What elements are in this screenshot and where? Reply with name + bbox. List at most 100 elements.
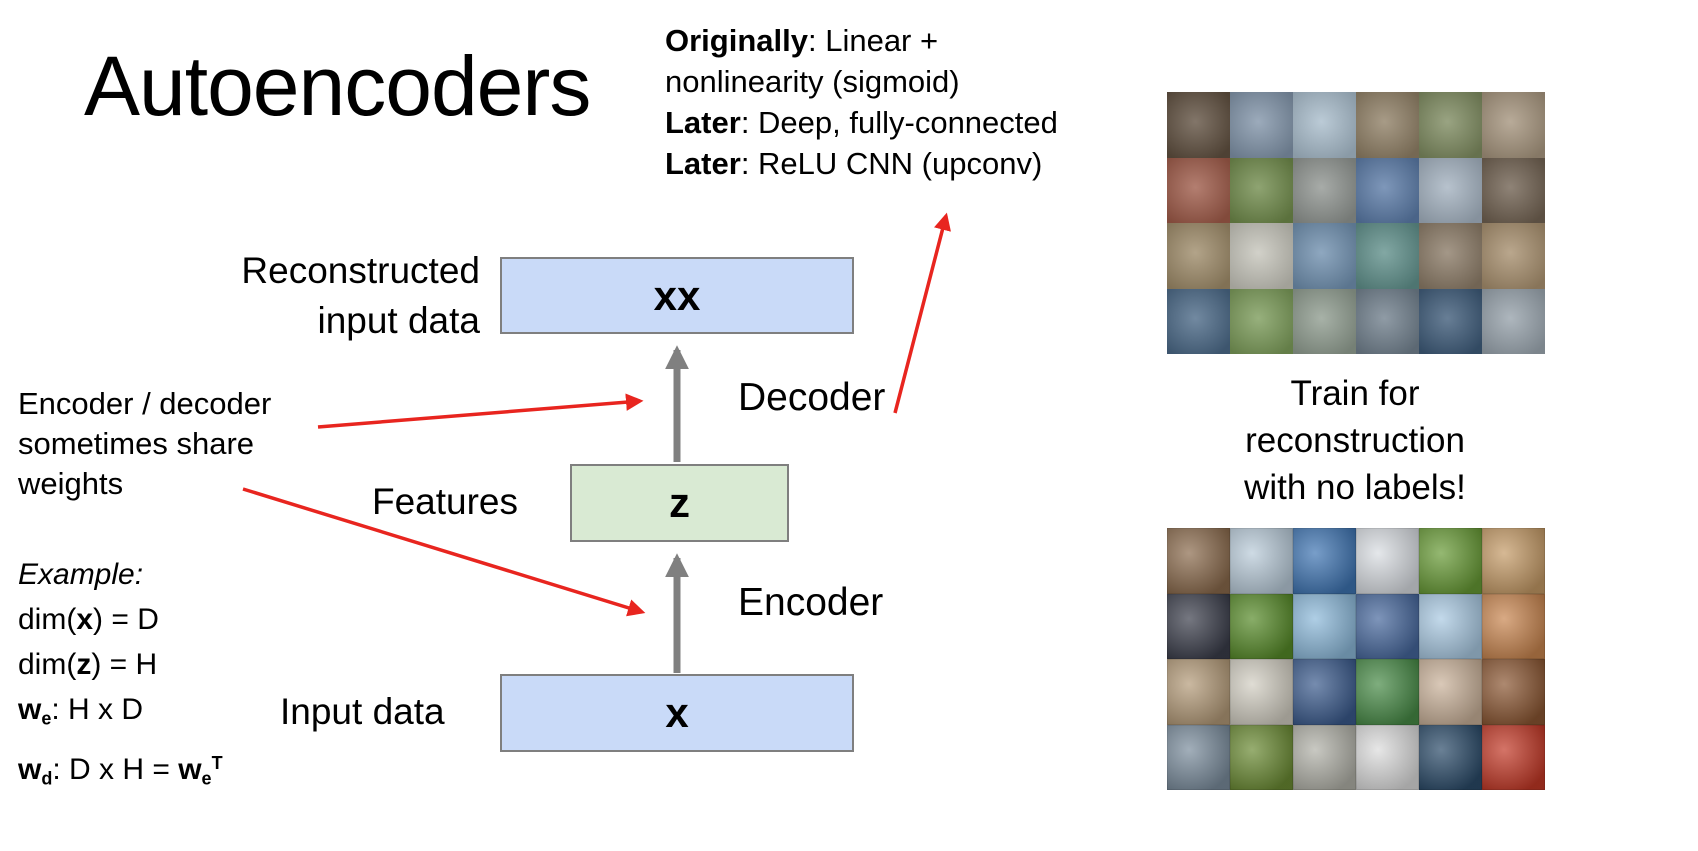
thumbnail-image — [1419, 593, 1482, 659]
thumbnail-image — [1230, 528, 1293, 594]
thumbnail-image — [1167, 157, 1230, 223]
thumbnail-image — [1419, 157, 1482, 223]
thumbnail-image — [1482, 593, 1545, 659]
thumbnail-image — [1482, 157, 1545, 223]
thumbnail-image — [1293, 593, 1356, 659]
note-line: Later: Deep, fully-connected — [665, 102, 1058, 143]
thumbnail-image — [1482, 724, 1545, 790]
reconstructed-images-grid — [1167, 92, 1545, 354]
encoder-label: Encoder — [738, 581, 884, 624]
example-block: Example: dim(x) = D dim(z) = H we: H x D… — [18, 552, 223, 802]
example-we: we: H x D — [18, 687, 223, 741]
example-dim-x: dim(x) = D — [18, 597, 223, 642]
thumbnail-image — [1167, 528, 1230, 594]
var-wd: w — [18, 753, 42, 787]
example-dim-z: dim(z) = H — [18, 642, 223, 687]
thumbnail-image — [1293, 157, 1356, 223]
decoder-label: Decoder — [738, 376, 886, 419]
text-run: ) = D — [93, 603, 159, 636]
thumbnail-image — [1230, 157, 1293, 223]
note-text: : Deep, fully-connected — [740, 105, 1058, 140]
input-data-box: x — [500, 674, 854, 752]
reconstructed-label-line1: Reconstructed — [241, 250, 480, 291]
subscript-d: d — [41, 768, 53, 789]
note-text: : ReLU CNN (upconv) — [740, 146, 1043, 181]
thumbnail-image — [1167, 223, 1230, 289]
example-heading: Example: — [18, 558, 144, 591]
thumbnail-image — [1293, 288, 1356, 354]
var-we2: w — [178, 753, 202, 787]
text-run: : H x D — [51, 693, 144, 726]
thumbnail-image — [1167, 724, 1230, 790]
thumbnail-image — [1293, 223, 1356, 289]
note-line: Originally: Linear + — [665, 20, 1058, 61]
thumbnail-image — [1482, 223, 1545, 289]
caption-line2: reconstruction — [1245, 421, 1465, 460]
subscript-e2: e — [201, 768, 212, 789]
thumbnail-image — [1167, 288, 1230, 354]
thumbnail-image — [1482, 659, 1545, 725]
thumbnail-image — [1356, 92, 1419, 158]
text-run: dim( — [18, 603, 77, 636]
note-bold-later-2: Later — [665, 146, 741, 181]
thumbnail-image — [1419, 659, 1482, 725]
reconstructed-input-label: Reconstructed input data — [150, 246, 480, 346]
thumbnail-image — [1419, 528, 1482, 594]
thumbnail-image — [1230, 724, 1293, 790]
text-run: dim( — [18, 648, 77, 681]
thumbnail-image — [1230, 659, 1293, 725]
thumbnail-image — [1419, 724, 1482, 790]
text-run: ) = H — [91, 648, 158, 681]
subscript-e: e — [41, 708, 52, 729]
thumbnail-image — [1356, 724, 1419, 790]
thumbnail-image — [1230, 223, 1293, 289]
thumbnail-image — [1356, 593, 1419, 659]
note-line: nonlinearity (sigmoid) — [665, 61, 1058, 102]
reconstructed-label-line2: input data — [317, 300, 480, 341]
train-caption: Train for reconstruction with no labels! — [1155, 370, 1555, 511]
share-weights-note: Encoder / decoder sometimes share weight… — [18, 384, 271, 504]
thumbnail-image — [1419, 92, 1482, 158]
thumbnail-image — [1293, 659, 1356, 725]
superscript-T: T — [211, 753, 223, 774]
decoder-type-pointer — [893, 212, 951, 414]
text-run: : D x H = — [52, 753, 179, 787]
features-box: z — [570, 464, 789, 542]
thumbnail-image — [1293, 724, 1356, 790]
caption-line1: Train for — [1290, 374, 1420, 413]
thumbnail-image — [1356, 528, 1419, 594]
thumbnail-image — [1356, 659, 1419, 725]
thumbnail-image — [1482, 92, 1545, 158]
thumbnail-image — [1230, 288, 1293, 354]
architecture-notes: Originally: Linear + nonlinearity (sigmo… — [665, 20, 1058, 184]
original-images-grid — [1167, 528, 1545, 790]
thumbnail-image — [1356, 157, 1419, 223]
thumbnail-image — [1293, 528, 1356, 594]
thumbnail-image — [1419, 223, 1482, 289]
example-wd: wd: D x H = weT — [18, 741, 223, 801]
note-bold-later-1: Later — [665, 105, 741, 140]
thumbnail-image — [1356, 223, 1419, 289]
thumbnail-image — [1167, 92, 1230, 158]
thumbnail-image — [1293, 92, 1356, 158]
share-weights-line1: Encoder / decoder — [18, 386, 272, 421]
share-weights-line3: weights — [18, 466, 124, 501]
var-we: w — [18, 693, 42, 726]
input-data-label: Input data — [280, 691, 445, 732]
thumbnail-image — [1230, 593, 1293, 659]
note-bold-originally: Originally — [665, 23, 808, 58]
note-line: Later: ReLU CNN (upconv) — [665, 143, 1058, 184]
thumbnail-image — [1482, 528, 1545, 594]
note-text: nonlinearity (sigmoid) — [665, 64, 960, 99]
share-weights-pointer-upper — [317, 393, 644, 429]
var-x: x — [76, 603, 94, 636]
note-text: : Linear + — [807, 23, 939, 58]
slide-title: Autoencoders — [84, 39, 591, 133]
features-label: Features — [372, 481, 519, 522]
thumbnail-image — [1167, 659, 1230, 725]
thumbnail-image — [1482, 288, 1545, 354]
var-z: z — [76, 648, 92, 681]
thumbnail-image — [1230, 92, 1293, 158]
thumbnail-image — [1419, 288, 1482, 354]
